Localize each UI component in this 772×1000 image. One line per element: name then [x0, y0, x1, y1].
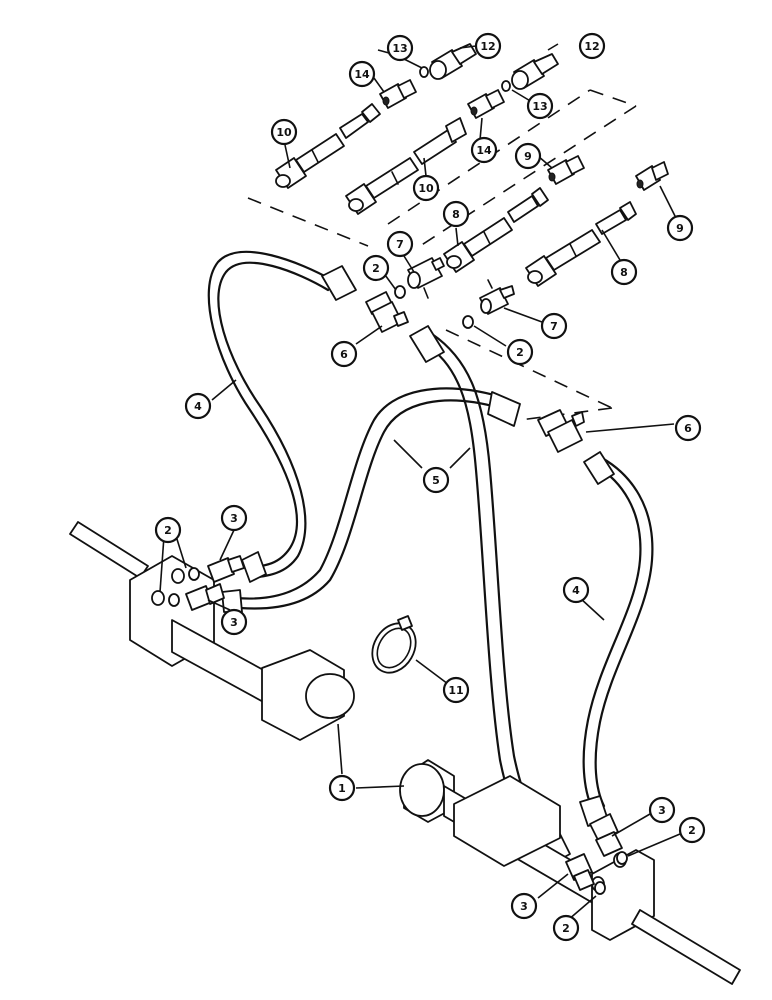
svg-text:6: 6: [684, 422, 692, 435]
fitting-3-left-upper: [207, 555, 245, 583]
callout-3-right-lower: 3: [510, 892, 538, 920]
svg-text:4: 4: [572, 584, 580, 597]
fitting-14-left: [379, 79, 417, 109]
tee-fitting-7-upper: [407, 257, 445, 299]
o-ring-2-right-upper: [616, 851, 628, 865]
coupler-12-right: [511, 53, 559, 90]
callout-13-right: 13: [526, 92, 554, 120]
o-ring-2-right-lower: [594, 881, 606, 895]
callout-8-right: 8: [610, 258, 638, 286]
leader-lines: [159, 43, 681, 921]
callout-1: 1: [328, 774, 356, 802]
svg-text:2: 2: [562, 922, 570, 935]
hose-assembly-8-left: [443, 187, 549, 273]
fitting-9-right: [635, 161, 669, 191]
callout-13-left: 13: [386, 34, 414, 62]
o-ring-2-middle: [462, 315, 474, 329]
callout-6-lower: 6: [674, 414, 702, 442]
svg-text:10: 10: [276, 126, 292, 139]
callout-4-upper: 4: [184, 392, 212, 420]
svg-text:9: 9: [524, 150, 532, 163]
svg-text:2: 2: [372, 262, 380, 275]
callout-6-upper: 6: [330, 340, 358, 368]
svg-text:2: 2: [516, 346, 524, 359]
fitting-3-right-lower: [565, 853, 595, 891]
callout-12-left: 12: [474, 32, 502, 60]
callout-2-upper: 2: [362, 254, 390, 282]
tee-fitting-7-lower: [479, 279, 515, 315]
callout-8-left: 8: [442, 200, 470, 228]
svg-text:9: 9: [676, 222, 684, 235]
callout-4-lower: 4: [562, 576, 590, 604]
svg-text:11: 11: [448, 684, 463, 697]
svg-text:4: 4: [194, 400, 202, 413]
callout-7-upper: 7: [386, 230, 414, 258]
svg-text:14: 14: [476, 144, 492, 157]
svg-text:2: 2: [688, 824, 696, 837]
port-left-lower: [151, 590, 165, 606]
callout-14-left: 14: [348, 60, 376, 88]
svg-text:8: 8: [452, 208, 460, 221]
svg-text:12: 12: [480, 40, 495, 53]
svg-text:13: 13: [532, 100, 547, 113]
callout-14-right: 14: [470, 136, 498, 164]
callout-3-right-upper: 3: [648, 796, 676, 824]
svg-text:3: 3: [230, 616, 238, 629]
svg-text:12: 12: [584, 40, 599, 53]
o-ring-2-upper: [394, 285, 406, 299]
callout-12-right: 12: [578, 32, 606, 60]
callout-3-left-upper: 3: [220, 504, 248, 532]
o-ring-2-left-upper: [188, 567, 200, 581]
callout-2-right-lower: 2: [552, 914, 580, 942]
svg-text:10: 10: [418, 182, 434, 195]
svg-text:1: 1: [338, 782, 346, 795]
callout-11: 11: [442, 676, 470, 704]
svg-text:3: 3: [520, 900, 528, 913]
svg-text:7: 7: [396, 238, 404, 251]
tee-fitting-6-upper: [365, 291, 409, 333]
svg-text:2: 2: [164, 524, 172, 537]
svg-text:8: 8: [620, 266, 628, 279]
fitting-14-right: [467, 89, 505, 119]
port-left-upper: [171, 568, 185, 584]
callout-2-left: 2: [154, 516, 182, 544]
hose-4-lower: [579, 451, 654, 827]
svg-text:6: 6: [340, 348, 348, 361]
svg-text:3: 3: [658, 804, 666, 817]
callout-2-middle: 2: [506, 338, 534, 366]
fitting-9-left: [547, 155, 585, 185]
fitting-3-left-lower: [185, 583, 225, 611]
svg-text:14: 14: [354, 68, 370, 81]
hose-assembly-10-right: [345, 117, 467, 215]
o-ring-13-left: [419, 66, 429, 78]
svg-text:13: 13: [392, 42, 407, 55]
hydraulic-cylinder-left: [69, 521, 355, 741]
callout-2-right-upper: 2: [678, 816, 706, 844]
svg-text:5: 5: [432, 474, 440, 487]
o-ring-13-right: [501, 80, 511, 92]
callout-3-left-lower: 3: [220, 608, 248, 636]
callout-5: 5: [422, 466, 450, 494]
hose-4-upper: [207, 250, 357, 583]
callout-7-lower: 7: [540, 312, 568, 340]
hose-assembly-8-right: [525, 201, 637, 287]
coupler-12-left: [429, 43, 477, 80]
callout-9-right: 9: [666, 214, 694, 242]
fitting-3-right-upper: [589, 813, 623, 857]
o-ring-2-left-lower: [168, 593, 180, 607]
tee-fitting-6-lower: [537, 409, 585, 453]
callout-10-right: 10: [412, 174, 440, 202]
callout-10-left: 10: [270, 118, 298, 146]
hose-assembly-10-left: [275, 103, 381, 189]
svg-text:7: 7: [550, 320, 558, 333]
callout-9-left: 9: [514, 142, 542, 170]
hose-clamp-11: [371, 615, 417, 674]
svg-text:3: 3: [230, 512, 238, 525]
hose-5-lower: [221, 387, 521, 613]
